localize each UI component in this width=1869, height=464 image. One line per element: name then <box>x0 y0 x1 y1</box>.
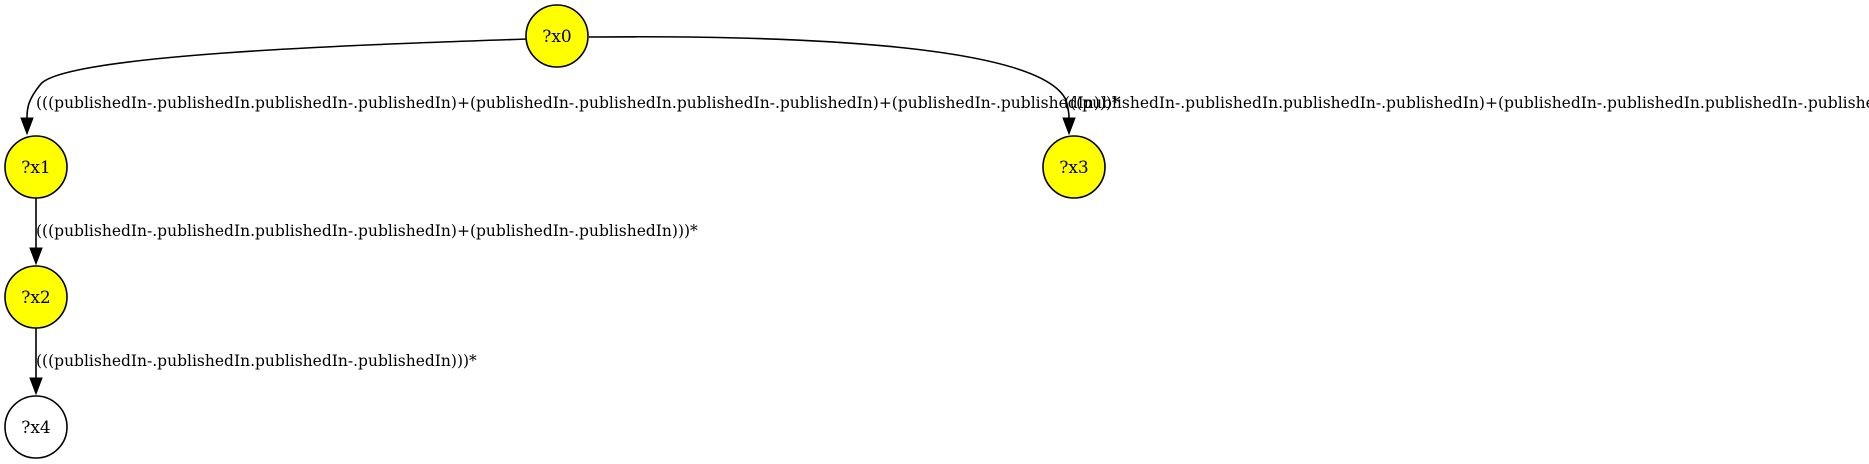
node-label-x1: ?x1 <box>21 158 51 178</box>
edge-label-x2-x4: (((publishedIn-.publishedIn.publishedIn-… <box>36 352 477 370</box>
edge-x2-x4: (((publishedIn-.publishedIn.publishedIn-… <box>29 328 477 396</box>
edge-x0-x1: (((publishedIn-.publishedIn.publishedIn-… <box>20 38 1120 136</box>
node-x3[interactable]: ?x3 <box>1042 135 1106 199</box>
node-x1[interactable]: ?x1 <box>4 135 68 199</box>
node-x4[interactable]: ?x4 <box>4 395 68 459</box>
edge-label-x1-x2: (((publishedIn-.publishedIn.publishedIn-… <box>36 222 698 240</box>
node-label-x4: ?x4 <box>21 418 51 438</box>
node-label-x0: ?x0 <box>542 27 572 47</box>
edge-label-x0-x1: (((publishedIn-.publishedIn.publishedIn-… <box>36 94 1120 112</box>
node-label-x2: ?x2 <box>21 288 51 308</box>
edge-x0-x3: (((publishedIn-.publishedIn.publishedIn-… <box>588 35 1869 136</box>
edge-x1-x2: (((publishedIn-.publishedIn.publishedIn-… <box>29 198 698 266</box>
node-label-x3: ?x3 <box>1059 158 1089 178</box>
node-x0[interactable]: ?x0 <box>525 4 589 68</box>
edge-label-x0-x3: (((publishedIn-.publishedIn.publishedIn-… <box>1064 94 1869 112</box>
node-x2[interactable]: ?x2 <box>4 265 68 329</box>
